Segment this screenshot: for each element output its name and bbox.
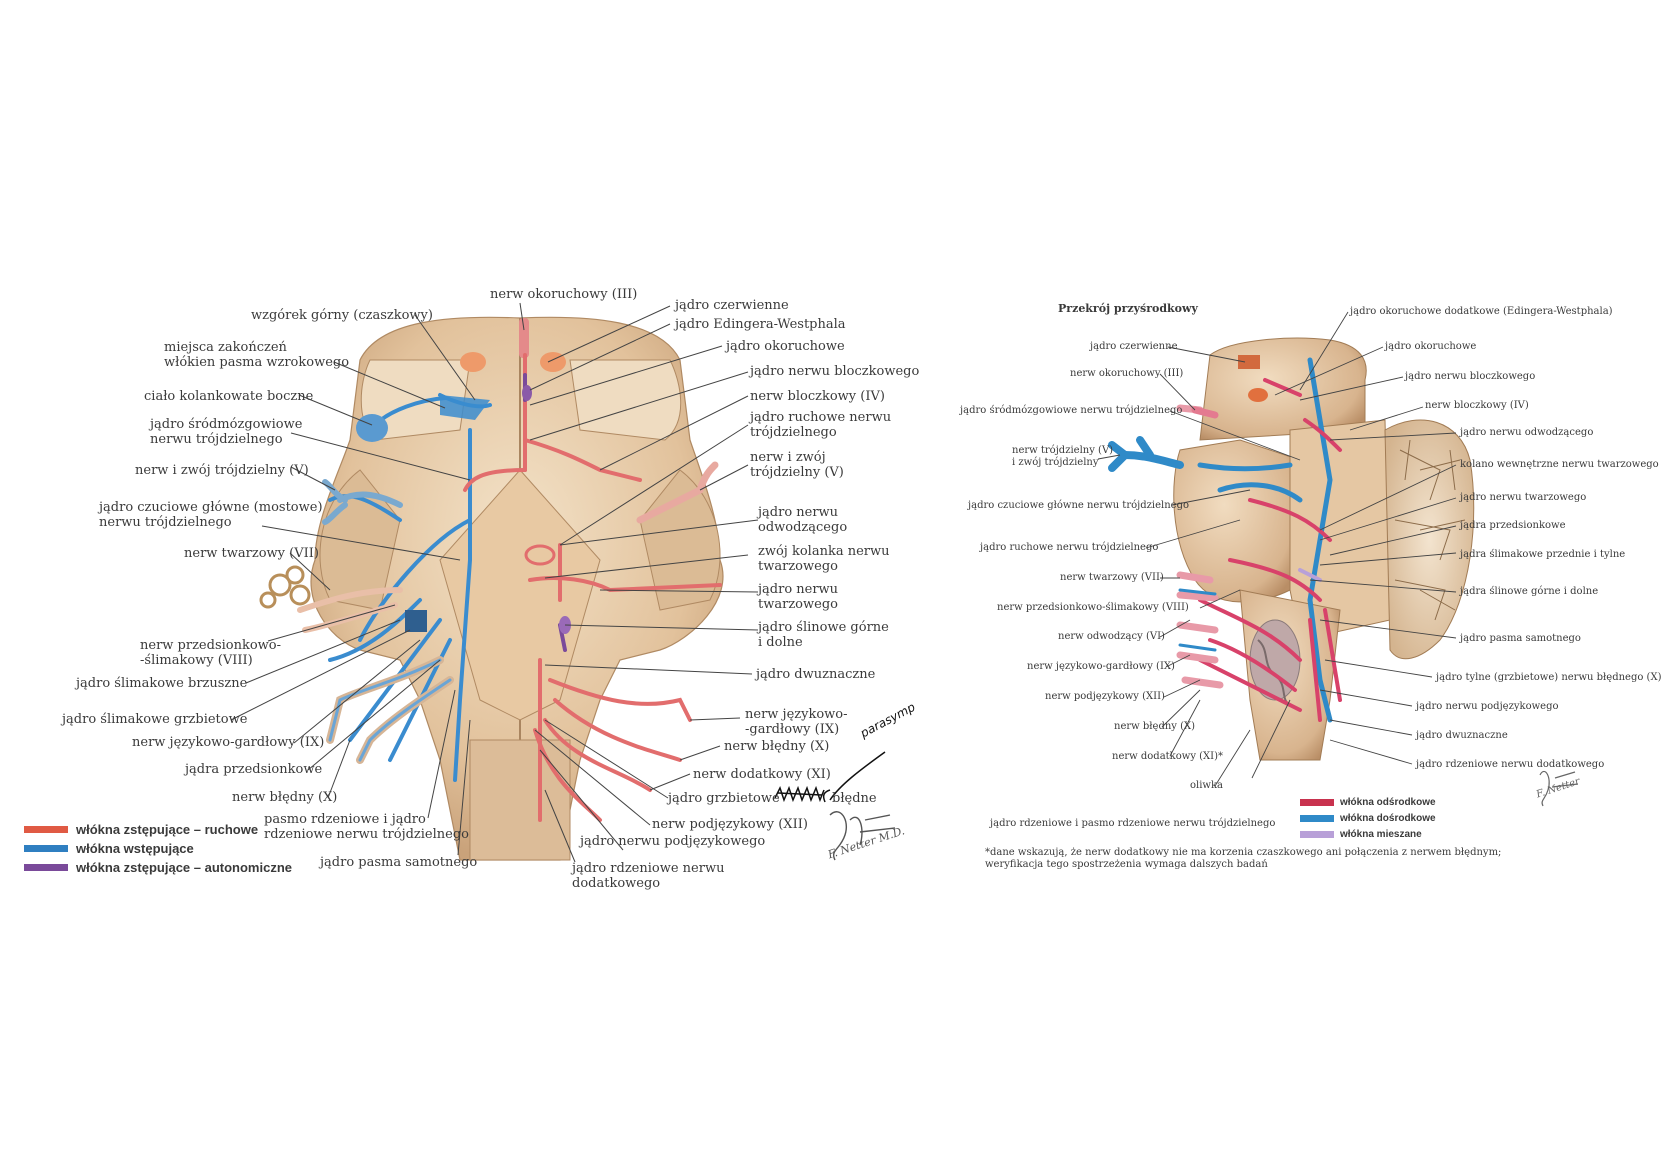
label-vestibular-nuclei: jądra przedsionkowe — [185, 762, 323, 777]
rlabel-vestibulocochlear: nerw przedsionkowo-ślimakowy (VIII) — [997, 602, 1189, 613]
rlabel-spinal-trigeminal: jądro rdzeniowe i pasmo rdzeniowe nerwu … — [990, 818, 1276, 829]
rlegend-label-afferent: włókna dośrodkowe — [1340, 813, 1436, 824]
rlabel-vagus: nerw błędny (X) — [1114, 721, 1196, 732]
legend-label-autonomic: włókna zstępujące – autonomiczne — [76, 860, 292, 875]
rlegend-swatch-mixed — [1300, 831, 1334, 838]
right-section — [1108, 337, 1475, 761]
rlabel-trochlear-nerve: nerw bloczkowy (IV) — [1425, 400, 1529, 411]
rlabel-salivatory-nuclei: jądra ślinowe górne i dolne — [1460, 586, 1599, 597]
left-signature-mark — [829, 811, 896, 861]
label-trigeminal-motor-nucleus: jądro ruchowe nerwu trójdzielnego — [750, 410, 892, 440]
label-dorsal-vagal-suffix: błędne — [832, 791, 877, 806]
left-leader-lines — [230, 302, 759, 863]
label-oculomotor-nerve: nerw okoruchowy (III) — [490, 287, 638, 302]
rlegend-row-afferent: włókna dośrodkowe — [1300, 813, 1436, 824]
rlabel-edinger-westphal: jądro okoruchowe dodatkowe (Edingera-Wes… — [1350, 306, 1613, 317]
rlegend-swatch-afferent — [1300, 815, 1334, 822]
right-leader-lines — [1097, 311, 1457, 787]
label-vestibulocochlear: nerw przedsionkowo- -ślimakowy (VIII) — [140, 638, 282, 668]
rlabel-hypoglossal-nerve: nerw podjęzykowy (XII) — [1045, 691, 1165, 702]
legend-label-motor: włókna zstępujące – ruchowe — [76, 822, 259, 837]
label-trochlear-nerve: nerw bloczkowy (IV) — [750, 389, 885, 404]
label-hypoglossal-nerve: nerw podjęzykowy (XII) — [652, 817, 808, 832]
label-trochlear-nucleus: jądro nerwu bloczkowego — [750, 364, 920, 379]
label-mesencephalic-nucleus: jądro śródmózgowiowe nerwu trójdzielnego — [150, 417, 303, 447]
label-trigeminal-nerve-right: nerw i zwój trójdzielny (V) — [750, 450, 844, 480]
label-solitary-nucleus: jądro pasma samotnego — [320, 855, 478, 870]
legend-row-autonomic: włókna zstępujące – autonomiczne — [24, 860, 292, 875]
label-accessory-nerve: nerw dodatkowy (XI) — [693, 767, 831, 782]
right-section-title: Przekrój przyśrodkowy — [1058, 302, 1198, 315]
label-abducens-nucleus: jądro nerwu odwodzącego — [758, 505, 848, 535]
rlabel-oculomotor-nerve: nerw okoruchowy (III) — [1070, 368, 1184, 379]
rlabel-internal-genu: kolano wewnętrzne nerwu twarzowego — [1460, 459, 1659, 470]
handwritten-scribble — [774, 751, 886, 803]
label-salivatory-nuclei: jądro ślinowe górne i dolne — [758, 620, 889, 650]
rlegend-row-efferent: włókna odśrodkowe — [1300, 797, 1436, 808]
rlabel-dorsal-vagal: jądro tylne (grzbietowe) nerwu błędnego … — [1436, 672, 1662, 683]
label-ventral-cochlear: jądro ślimakowe brzuszne — [76, 676, 248, 691]
rlegend-row-mixed: włókna mieszane — [1300, 829, 1422, 840]
legend-row-sensory: włókna wstępujące — [24, 841, 194, 856]
legend-swatch-sensory — [24, 845, 68, 852]
rlabel-facial-nerve: nerw twarzowy (VII) — [1060, 572, 1164, 583]
rlabel-mesencephalic-nucleus: jądro śródmózgowiowe nerwu trójdzielnego — [960, 405, 1183, 416]
rlabel-oculomotor-nucleus: jądro okoruchowe — [1385, 341, 1477, 352]
label-vagus-right: nerw błędny (X) — [724, 739, 830, 754]
label-nucleus-ambiguus: jądro dwuznaczne — [756, 667, 876, 682]
rlabel-trochlear-nucleus: jądro nerwu bloczkowego — [1405, 371, 1536, 382]
rlabel-cochlear-nuclei: jądra ślimakowe przednie i tylne — [1460, 549, 1626, 560]
label-geniculate-ganglion: zwój kolanka nerwu twarzowego — [758, 544, 890, 574]
label-vagus-left: nerw błędny (X) — [232, 790, 338, 805]
rlegend-swatch-efferent — [1300, 799, 1334, 806]
label-hypoglossal-nucleus: jądro nerwu podjęzykowego — [580, 834, 766, 849]
label-facial-nerve: nerw twarzowy (VII) — [184, 546, 319, 561]
rlabel-abducens-nerve: nerw odwodzący (VI) — [1058, 631, 1165, 642]
label-facial-nucleus: jądro nerwu twarzowego — [758, 582, 839, 612]
rlabel-glossopharyngeal: nerw językowo-gardłowy (IX) — [1027, 661, 1175, 672]
label-edinger-westphal: jądro Edingera-Westphala — [675, 317, 846, 332]
label-superior-colliculus: wzgórek górny (czaszkowy) — [251, 308, 433, 323]
rlabel-accessory-spinal-nucleus: jądro rdzeniowe nerwu dodatkowego — [1416, 759, 1605, 770]
rlabel-trigeminal-motor: jądro ruchowe nerwu trójdzielnego — [980, 542, 1159, 553]
label-accessory-spinal-nucleus: jądro rdzeniowe nerwu dodatkowego — [572, 861, 725, 891]
rlabel-principal-sensory: jądro czuciowe główne nerwu trójdzielneg… — [968, 500, 1189, 511]
rlabel-trigeminal-nerve: nerw trójdzielny (V) i zwój trójdzielny — [1012, 445, 1114, 468]
label-glossopharyngeal-right: nerw językowo- -gardłowy (IX) — [745, 707, 848, 737]
rlabel-red-nucleus: jądro czerwienne — [1090, 341, 1178, 352]
rlabel-abducens-nucleus: jądro nerwu odwodzącego — [1460, 427, 1594, 438]
legend-row-motor: włókna zstępujące – ruchowe — [24, 822, 258, 837]
legend-label-sensory: włókna wstępujące — [76, 841, 194, 856]
rlegend-label-mixed: włókna mieszane — [1340, 829, 1422, 840]
legend-swatch-motor — [24, 826, 68, 833]
label-lateral-geniculate: ciało kolankowate boczne — [144, 389, 314, 404]
label-oculomotor-nucleus: jądro okoruchowe — [726, 339, 845, 354]
rlabel-accessory-nerve: nerw dodatkowy (XI)* — [1112, 751, 1224, 762]
rlabel-hypoglossal-nucleus: jądro nerwu podjęzykowego — [1416, 701, 1559, 712]
rlabel-olive: oliwka — [1190, 780, 1223, 791]
label-red-nucleus: jądro czerwienne — [675, 298, 789, 313]
label-dorsal-cochlear: jądro ślimakowe grzbietowe — [62, 712, 248, 727]
label-glossopharyngeal-left: nerw językowo-gardłowy (IX) — [132, 735, 325, 750]
rlabel-facial-nucleus: jądro nerwu twarzowego — [1460, 492, 1587, 503]
label-dorsal-vagal-prefix: jądro grzbietowe — [668, 791, 780, 806]
rlabel-nucleus-ambiguus: jądro dwuznaczne — [1416, 730, 1508, 741]
label-principal-sensory: jądro czuciowe główne (mostowe) nerwu tr… — [99, 500, 323, 530]
label-spinal-trigeminal: pasmo rdzeniowe i jądro rdzeniowe nerwu … — [264, 812, 469, 842]
rlabel-solitary-nucleus: jądro pasma samotnego — [1460, 633, 1581, 644]
rlabel-vestibular-nuclei: jądra przedsionkowe — [1460, 520, 1566, 531]
left-brainstem — [259, 316, 724, 861]
right-signature-mark — [1539, 770, 1579, 807]
label-optic-tract-endings: miejsca zakończeń włókien pasma wzrokowe… — [164, 340, 350, 370]
right-footnote: *dane wskazują, że nerw dodatkowy nie ma… — [985, 847, 1502, 870]
legend-swatch-autonomic — [24, 864, 68, 871]
label-trigeminal-nerve-left: nerw i zwój trójdzielny (V) — [135, 463, 309, 478]
rlegend-label-efferent: włókna odśrodkowe — [1340, 797, 1436, 808]
